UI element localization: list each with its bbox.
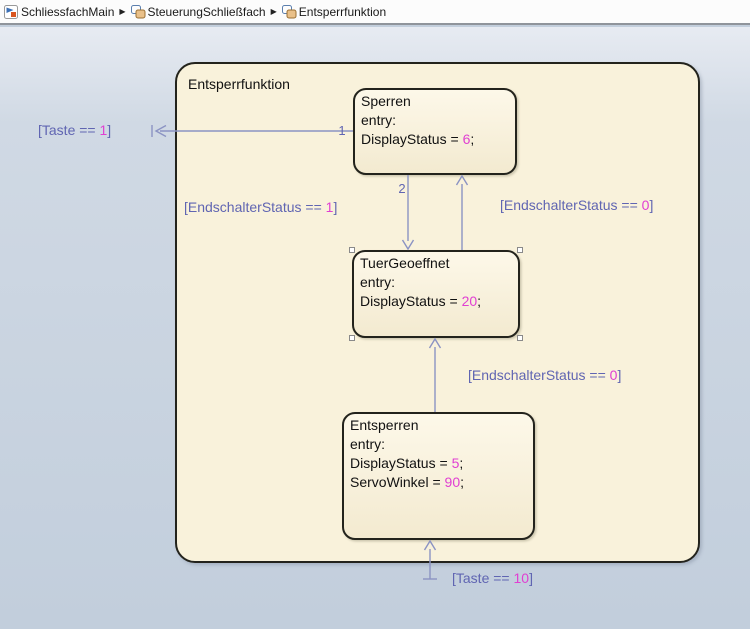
- action-value: 6: [462, 131, 471, 147]
- label-prefix: [Taste ==: [452, 570, 514, 586]
- state-action: DisplayStatus = 5;: [350, 454, 533, 473]
- breadcrumb-separator-icon: ▶: [270, 6, 277, 16]
- action-suffix: ;: [460, 474, 465, 490]
- transition-label-endschalter-0-upper[interactable]: [EndschalterStatus == 0]: [500, 197, 653, 213]
- simulink-model-icon: [4, 4, 18, 19]
- action-value: 20: [461, 293, 478, 309]
- state-entry-label: entry:: [360, 274, 396, 290]
- breadcrumb-item-schliessfachmain[interactable]: SchliessfachMain: [4, 4, 115, 19]
- breadcrumb-label: SteuerungSchließfach: [147, 4, 266, 19]
- stateflow-chart-icon: [281, 4, 297, 19]
- action-suffix: ;: [477, 293, 482, 309]
- label-value: 10: [513, 570, 530, 586]
- breadcrumb-item-steuerungschliessfach[interactable]: SteuerungSchließfach: [130, 4, 266, 19]
- chart-title: Entsperrfunktion: [188, 76, 290, 92]
- label-value: 1: [99, 122, 108, 138]
- label-suffix: ]: [649, 197, 654, 213]
- transition-label-taste-10[interactable]: [Taste == 10]: [452, 570, 533, 586]
- label-suffix: ]: [529, 570, 533, 586]
- selection-handle-top-left[interactable]: [349, 247, 355, 253]
- label-prefix: [Taste ==: [38, 122, 100, 138]
- breadcrumb-separator-icon: ▶: [119, 6, 126, 16]
- state-action: DisplayStatus = 20;: [360, 292, 518, 311]
- state-name: Entsperren: [350, 417, 419, 433]
- breadcrumb-label: Entsperrfunktion: [298, 4, 387, 19]
- action-prefix: DisplayStatus =: [360, 293, 462, 309]
- label-prefix: [EndschalterStatus ==: [468, 367, 610, 383]
- label-suffix: ]: [333, 199, 338, 215]
- label-value: 0: [609, 367, 618, 383]
- transition-label-taste-1[interactable]: [Taste == 1]: [38, 122, 111, 138]
- state-name: Sperren: [361, 93, 411, 109]
- stateflow-chart-icon: [130, 4, 146, 19]
- breadcrumb-item-entsperrfunktion[interactable]: Entsperrfunktion: [281, 4, 387, 19]
- selection-handle-top-right[interactable]: [517, 247, 523, 253]
- label-prefix: [EndschalterStatus ==: [184, 199, 326, 215]
- state-sperren[interactable]: Sperren entry: DisplayStatus = 6;: [353, 88, 517, 175]
- selection-handle-bottom-right[interactable]: [517, 335, 523, 341]
- transition-label-endschalter-1[interactable]: [EndschalterStatus == 1]: [184, 199, 337, 215]
- state-action: DisplayStatus = 6;: [361, 130, 515, 149]
- label-prefix: [EndschalterStatus ==: [500, 197, 642, 213]
- label-suffix: ]: [107, 122, 112, 138]
- action-value: 5: [451, 455, 460, 471]
- label-value: 1: [325, 199, 334, 215]
- action-prefix: DisplayStatus =: [350, 455, 452, 471]
- label-value: 0: [641, 197, 650, 213]
- transition-order-1[interactable]: 1: [338, 123, 346, 138]
- state-entsperren[interactable]: Entsperren entry: DisplayStatus = 5; Ser…: [342, 412, 535, 540]
- transition-order-2[interactable]: 2: [398, 181, 406, 196]
- action-value: 90: [444, 474, 461, 490]
- breadcrumb-label: SchliessfachMain: [21, 4, 115, 19]
- state-action: ServoWinkel = 90;: [350, 473, 533, 492]
- action-suffix: ;: [459, 455, 464, 471]
- breadcrumb: SchliessfachMain ▶ SteuerungSchließfach …: [0, 0, 750, 25]
- action-prefix: DisplayStatus =: [361, 131, 463, 147]
- label-suffix: ]: [617, 367, 622, 383]
- state-entry-label: entry:: [361, 112, 397, 128]
- state-tuergeoeffnet[interactable]: TuerGeoeffnet entry: DisplayStatus = 20;: [352, 250, 520, 338]
- action-prefix: ServoWinkel =: [350, 474, 445, 490]
- state-entry-label: entry:: [350, 436, 386, 452]
- selection-handle-bottom-left[interactable]: [349, 335, 355, 341]
- action-suffix: ;: [470, 131, 475, 147]
- stateflow-canvas[interactable]: Entsperrfunktion Sperren entry: DisplayS…: [0, 27, 750, 629]
- transition-label-endschalter-0-lower[interactable]: [EndschalterStatus == 0]: [468, 367, 621, 383]
- state-name: TuerGeoeffnet: [360, 255, 450, 271]
